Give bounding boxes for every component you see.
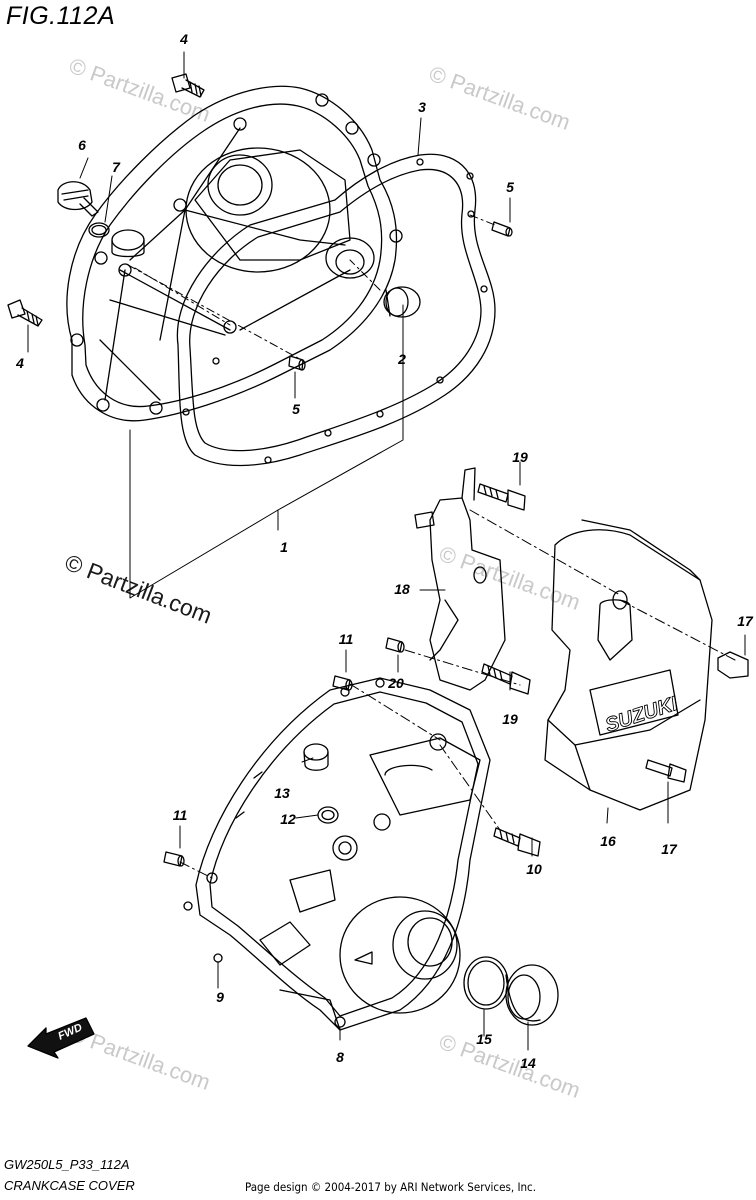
callout-3: 3 (418, 99, 426, 115)
callout-19: 19 (502, 711, 518, 727)
callout-17: 17 (737, 613, 753, 629)
bolt-4-top (171, 73, 205, 98)
bolt-19-top (477, 483, 526, 511)
callout-4: 4 (16, 355, 24, 371)
o-ring-15 (463, 956, 509, 1010)
callout-5: 5 (506, 179, 514, 195)
magneto-cover-8 (183, 677, 491, 1031)
oil-filler-cap-6 (57, 181, 99, 217)
leader-lines-lower (179, 461, 746, 1051)
callout-4: 4 (180, 31, 188, 47)
callout-5: 5 (292, 401, 300, 417)
copyright-notice: Page design © 2004-2017 by ARI Network S… (245, 1180, 537, 1194)
callout-13: 13 (274, 785, 290, 801)
suzuki-brand-mark: SUZUKI (603, 693, 681, 737)
callout-15: 15 (476, 1031, 492, 1047)
callout-8: 8 (336, 1049, 344, 1065)
diagram-code: GW250L5_P33_112A (4, 1157, 130, 1172)
dowel-pin-20 (385, 637, 405, 653)
fwd-direction-arrow: FWD (27, 1017, 95, 1059)
dowel-pin-5-center (288, 355, 306, 371)
callout-2: 2 (398, 351, 406, 367)
callout-18: 18 (394, 581, 410, 597)
o-ring-7 (88, 222, 110, 238)
dowel-pin-5-right (491, 221, 513, 237)
cover-gasket (176, 153, 496, 467)
callout-11: 11 (172, 807, 188, 823)
o-ring-12 (317, 806, 339, 824)
callout-14: 14 (520, 1055, 536, 1071)
leader-lines-upper (27, 51, 511, 599)
plug-13 (303, 743, 329, 771)
callout-6: 6 (78, 137, 86, 153)
callout-17: 17 (661, 841, 677, 857)
dowel-pin-11-lower (163, 851, 185, 867)
oil-seal-2 (383, 286, 421, 318)
cap-14 (505, 964, 559, 1026)
callout-20: 20 (388, 675, 404, 691)
callout-10: 10 (526, 861, 542, 877)
sprocket-cover-16 (544, 519, 713, 811)
dowel-pin-11-upper (332, 675, 353, 691)
diagram-name: CRANKCASE COVER (4, 1178, 135, 1193)
bracket-18 (414, 467, 506, 691)
bolt-4-left (7, 299, 43, 327)
callout-9: 9 (216, 989, 224, 1005)
callout-12: 12 (280, 811, 296, 827)
callout-19: 19 (512, 449, 528, 465)
figure-title: FIG.112A (6, 2, 116, 30)
bolt-17-lower (645, 759, 687, 783)
callout-7: 7 (112, 159, 120, 175)
bolt-17-right (717, 651, 749, 679)
bolt-10 (493, 827, 541, 857)
callout-16: 16 (600, 833, 616, 849)
callout-1: 1 (280, 539, 288, 555)
bolt-19-lower (481, 663, 531, 695)
callout-11: 11 (338, 631, 354, 647)
clutch-cover-outer (66, 85, 403, 422)
